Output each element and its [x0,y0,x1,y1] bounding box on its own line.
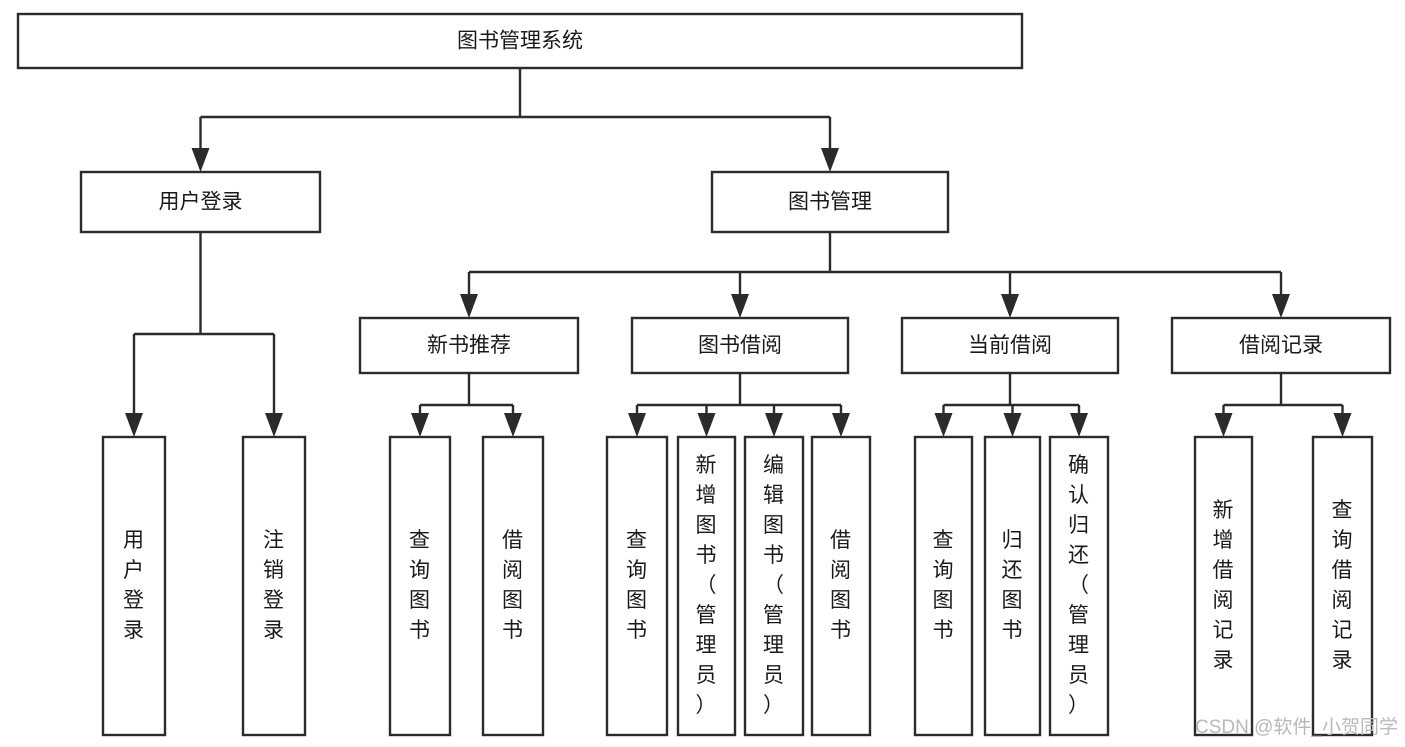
node-label: 当前借阅 [968,334,1052,357]
node-label: 查询图书 [626,529,648,642]
node-label: 借阅记录 [1239,334,1323,357]
node-label: 查询借阅记录 [1332,499,1354,672]
node-l3d2[interactable]: 归还图书 [983,435,1042,737]
node-box[interactable] [630,316,850,375]
node-label: 新书推荐 [427,334,511,357]
connector-arrowhead [1070,413,1088,437]
node-box[interactable] [1170,316,1392,375]
node-l3c1[interactable]: 查询图书 [605,435,669,737]
node-l1b[interactable]: 图书管理 [710,170,950,234]
connector-arrowhead [1003,413,1022,437]
connector-arrowhead [191,148,210,172]
node-l1a[interactable]: 用户登录 [79,170,322,234]
node-box[interactable] [79,170,322,234]
connector-arrowhead [821,148,839,172]
node-label: 图书管理 [788,191,872,214]
node-label: 归还图书 [1002,529,1024,642]
node-box[interactable] [983,435,1042,737]
node-box[interactable] [1311,435,1374,737]
node-l3d1[interactable]: 查询图书 [913,435,974,737]
node-l3c4[interactable]: 借阅图书 [810,435,872,737]
connector-arrowhead [411,413,429,437]
connector-arrowhead [1333,413,1352,437]
csdn-watermark: CSDN @软件_小贺同学 [1195,716,1398,738]
node-l3c2[interactable]: 新增图书（管理员） [676,435,737,737]
node-l3a2[interactable]: 注销登录 [241,435,307,737]
connector-arrowhead [628,413,646,437]
node-label: 确认归还（管理员） [1068,454,1090,717]
node-box[interactable] [676,435,737,737]
node-label: 查询图书 [933,529,955,642]
node-box[interactable] [743,435,805,737]
node-l3c3[interactable]: 编辑图书（管理员） [743,435,805,737]
connector-arrowhead [1214,413,1233,437]
connector-arrowhead [460,294,478,318]
node-label: 借阅图书 [830,529,852,642]
node-layer: 图书管理系统用户登录图书管理新书推荐图书借阅当前借阅借阅记录用户登录注销登录查询… [16,12,1392,737]
connector-arrowhead [934,413,953,437]
node-label: 查询图书 [409,529,431,642]
node-l3e2[interactable]: 查询借阅记录 [1311,435,1374,737]
connector-arrowhead [731,294,749,318]
node-l3b1[interactable]: 查询图书 [388,435,452,737]
node-l2c[interactable]: 当前借阅 [900,316,1120,375]
node-box[interactable] [810,435,872,737]
node-label: 编辑图书（管理员） [763,454,785,717]
node-l3b2[interactable]: 借阅图书 [481,435,545,737]
node-box[interactable] [101,435,167,737]
node-box[interactable] [913,435,974,737]
node-label: 用户登录 [159,191,243,214]
connector-arrowhead [1001,294,1019,318]
connector-arrowhead [504,413,522,437]
node-label: 用户登录 [123,529,145,642]
node-l3d3[interactable]: 确认归还（管理员） [1048,435,1110,737]
node-box[interactable] [241,435,307,737]
node-label: 注销登录 [263,529,285,642]
node-root[interactable]: 图书管理系统 [16,12,1024,70]
node-l2b[interactable]: 图书借阅 [630,316,850,375]
node-l2d[interactable]: 借阅记录 [1170,316,1392,375]
node-l3a1[interactable]: 用户登录 [101,435,167,737]
node-box[interactable] [900,316,1120,375]
connector-arrowhead [765,413,783,437]
node-box[interactable] [605,435,669,737]
connector-arrowhead [832,413,850,437]
node-l2a[interactable]: 新书推荐 [358,316,580,375]
node-label: 借阅图书 [502,529,524,642]
node-box[interactable] [1193,435,1254,737]
node-label: 新增图书（管理员） [696,454,718,717]
node-box[interactable] [16,12,1024,70]
connector-arrowhead [265,413,283,437]
connector-arrowhead [697,413,716,437]
node-label: 新增借阅记录 [1213,499,1235,672]
node-box[interactable] [388,435,452,737]
connector-arrowhead [125,413,143,437]
connector-layer [125,68,1352,437]
node-l3e1[interactable]: 新增借阅记录 [1193,435,1254,737]
node-box[interactable] [358,316,580,375]
node-label: 图书管理系统 [457,30,583,53]
node-box[interactable] [481,435,545,737]
connector-arrowhead [1272,294,1290,318]
node-box[interactable] [710,170,950,234]
node-label: 图书借阅 [698,334,782,357]
node-box[interactable] [1048,435,1110,737]
